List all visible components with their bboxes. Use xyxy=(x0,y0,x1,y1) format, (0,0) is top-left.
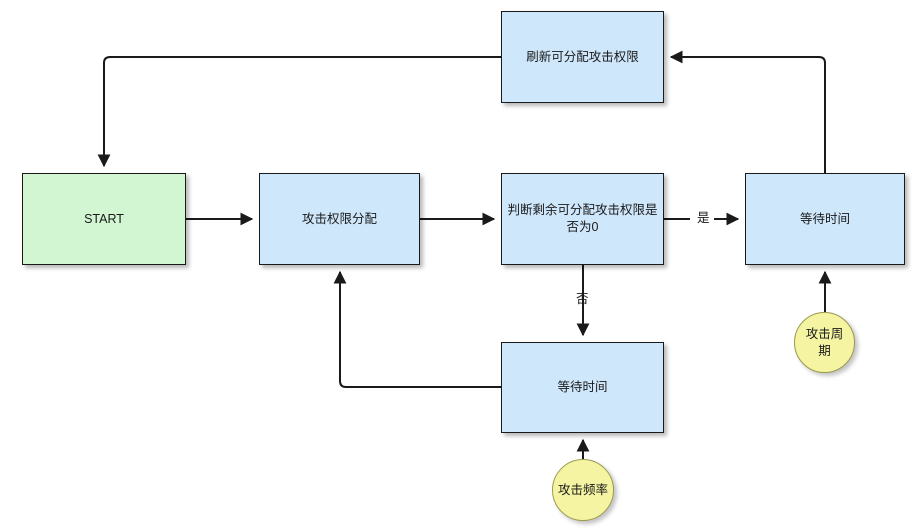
node-label: 攻击频率 xyxy=(558,482,609,497)
node-attack-cycle[interactable]: 攻击周期 xyxy=(794,312,855,373)
edge-label-no: 否 xyxy=(576,292,589,306)
node-wait-time-bottom[interactable]: 等待时间 xyxy=(501,342,664,433)
node-label: 攻击周期 xyxy=(805,326,844,358)
node-attack-frequency[interactable]: 攻击频率 xyxy=(552,459,614,521)
node-wait-time-right[interactable]: 等待时间 xyxy=(745,173,905,265)
node-label: 攻击权限分配 xyxy=(301,211,377,226)
edge-wait-bottom-to-allocate xyxy=(333,270,501,388)
node-label: 等待时间 xyxy=(799,211,850,226)
edge-refresh-to-start xyxy=(97,56,501,168)
edge-label-yes: 是 xyxy=(697,211,710,225)
node-label: 刷新可分配攻击权限 xyxy=(526,49,639,64)
node-label: 等待时间 xyxy=(557,380,608,394)
node-decision-remaining-quota-zero[interactable]: 判断剩余可分配攻击权限是否为0 xyxy=(501,173,664,265)
node-attack-permission-allocation[interactable]: 攻击权限分配 xyxy=(259,173,420,265)
node-refresh-attack-quota[interactable]: 刷新可分配攻击权限 xyxy=(501,11,664,103)
node-label: START xyxy=(84,211,124,226)
node-label: 判断剩余可分配攻击权限是否为0 xyxy=(507,203,658,234)
edge-wait-right-to-refresh xyxy=(669,50,826,173)
node-start[interactable]: START xyxy=(22,173,186,265)
